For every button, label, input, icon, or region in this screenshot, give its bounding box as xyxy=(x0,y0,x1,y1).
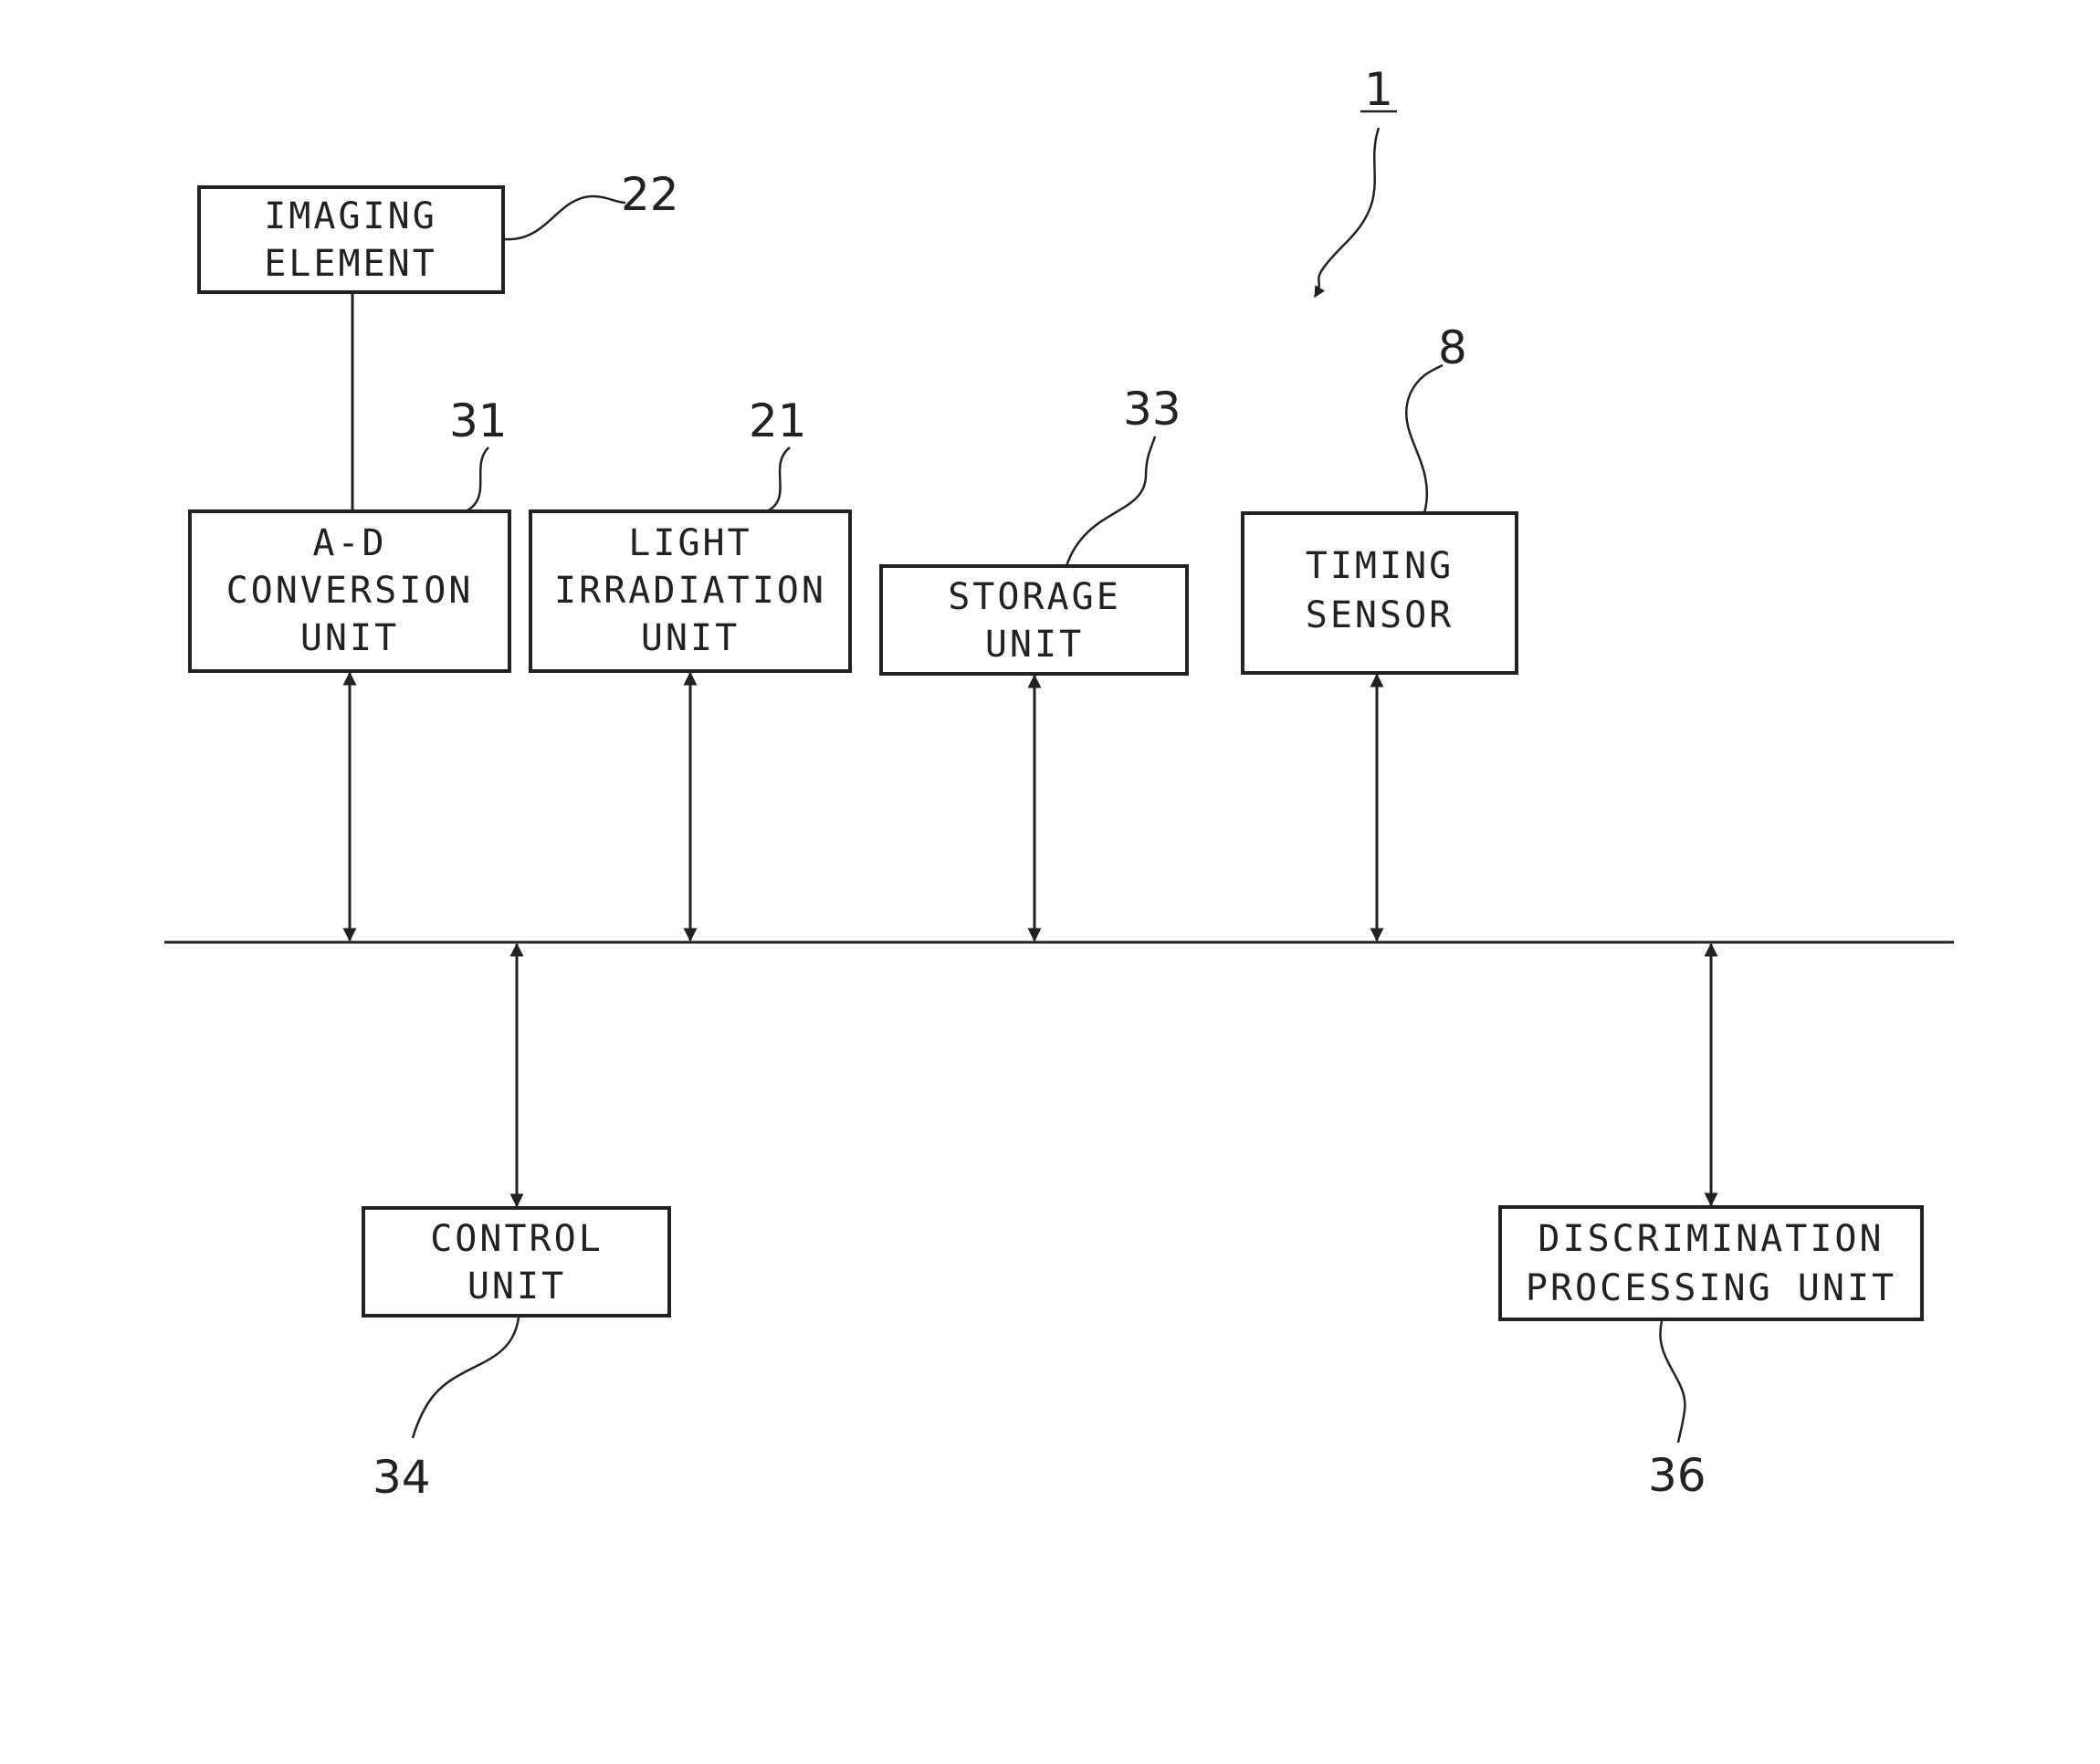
ad-conversion-leader xyxy=(466,447,488,511)
ad-conversion-block: A-D CONVERSION UNIT 31 xyxy=(190,394,509,940)
ad-conversion-label-line-1: A-D xyxy=(312,522,386,564)
control-leader xyxy=(413,1318,519,1438)
control-label-line-2: UNIT xyxy=(467,1265,566,1307)
light-irradiation-ref: 21 xyxy=(749,394,807,447)
storage-label-line-2: UNIT xyxy=(985,624,1084,666)
discrimination-ref: 36 xyxy=(1648,1449,1706,1502)
imaging-element-leader xyxy=(505,196,625,239)
timing-sensor-leader xyxy=(1406,365,1443,513)
imaging-element-label-line-1: IMAGING xyxy=(264,195,437,237)
control-block: CONTROL UNIT 34 xyxy=(363,944,669,1504)
imaging-element-ref: 22 xyxy=(621,168,679,221)
light-irradiation-label-line-1: LIGHT xyxy=(628,522,751,564)
figure-ref-arrow xyxy=(1315,128,1379,297)
ad-conversion-label-line-2: CONVERSION xyxy=(226,570,474,612)
timing-sensor-label-line-1: TIMING xyxy=(1306,545,1454,587)
ad-conversion-label-line-3: UNIT xyxy=(300,617,399,659)
control-ref: 34 xyxy=(373,1451,431,1504)
timing-sensor-block: TIMING SENSOR 8 xyxy=(1243,321,1517,940)
imaging-element-label-line-2: ELEMENT xyxy=(264,243,437,285)
discrimination-label-line-1: DISCRIMINATION xyxy=(1538,1218,1884,1260)
discrimination-block: DISCRIMINATION PROCESSING UNIT 36 xyxy=(1500,944,1922,1502)
timing-sensor-label-line-2: SENSOR xyxy=(1306,594,1454,636)
timing-sensor-ref: 8 xyxy=(1438,321,1467,374)
discrimination-label-line-2: PROCESSING UNIT xyxy=(1526,1267,1896,1309)
light-irradiation-block: LIGHT IRRADIATION UNIT 21 xyxy=(530,394,850,940)
storage-ref: 33 xyxy=(1123,383,1181,436)
timing-sensor-box xyxy=(1243,513,1517,673)
discrimination-leader xyxy=(1660,1321,1685,1443)
storage-leader xyxy=(1066,436,1155,566)
light-irradiation-label-line-2: IRRADIATION xyxy=(554,570,826,612)
figure-ref-label: 1 xyxy=(1364,63,1393,116)
storage-block: STORAGE UNIT 33 xyxy=(881,383,1187,940)
light-irradiation-leader xyxy=(767,447,790,511)
imaging-element-block: IMAGING ELEMENT 22 xyxy=(199,168,679,292)
ad-conversion-ref: 31 xyxy=(449,394,508,447)
control-label-line-1: CONTROL xyxy=(430,1218,604,1260)
figure-reference: 1 xyxy=(1315,63,1397,297)
storage-label-line-1: STORAGE xyxy=(948,576,1121,618)
light-irradiation-label-line-3: UNIT xyxy=(641,617,740,659)
